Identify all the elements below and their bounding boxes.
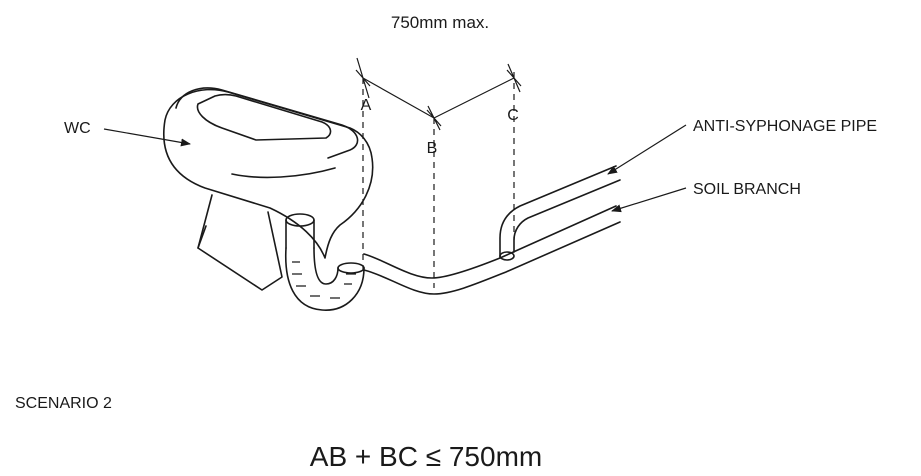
point-label-a: A: [361, 97, 372, 114]
point-label-b: B: [427, 140, 438, 157]
dimension-label: 750mm max.: [391, 13, 489, 32]
soil-branch-leader-arrow: [611, 187, 687, 213]
soil-branch-label: SOIL BRANCH: [693, 181, 801, 198]
soil-branch-pipe: [363, 205, 621, 295]
dimension-lines: [355, 57, 522, 131]
formula: AB + BC ≤ 750mm: [310, 441, 542, 472]
wc-label: WC: [64, 120, 91, 137]
scenario-label: SCENARIO 2: [15, 395, 112, 412]
anti-syphonage-leader-arrow: [607, 124, 687, 175]
wc-leader-arrow: [103, 128, 191, 147]
wc-toilet: [163, 87, 374, 311]
point-label-c: C: [507, 107, 519, 124]
anti-syphonage-pipe-label: ANTI-SYPHONAGE PIPE: [693, 118, 877, 135]
